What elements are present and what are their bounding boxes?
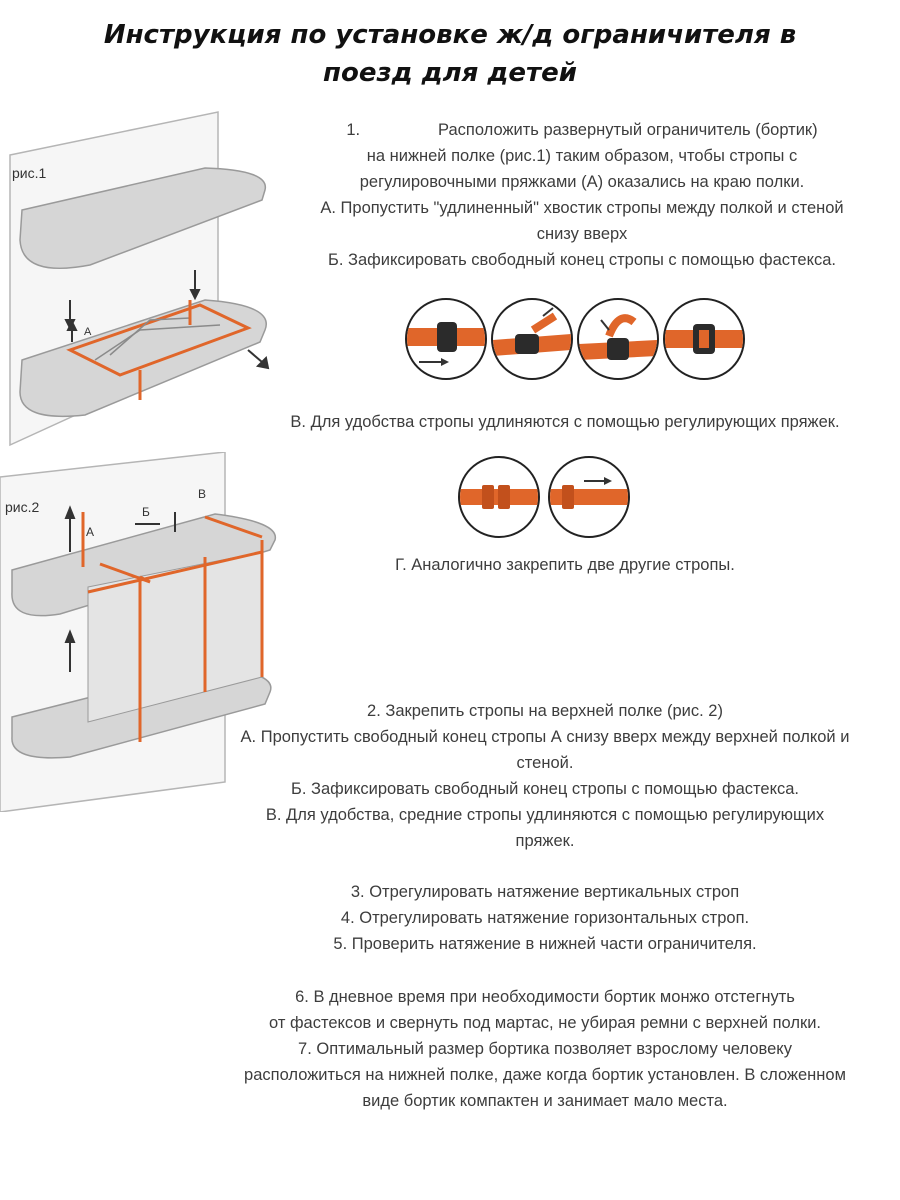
step-5: 5. Проверить натяжение в нижней части ог… xyxy=(333,935,757,953)
fig1-arrows xyxy=(64,270,270,370)
figure-2-illustration: рис.2 А Б В xyxy=(0,452,276,812)
step-1-line-3: регулировочными пряжками (А) оказались н… xyxy=(359,173,805,191)
step-1-g-text: Г. Аналогично закрепить две другие строп… xyxy=(330,552,800,578)
fig2-arrows xyxy=(64,505,176,672)
buckle-step-3-image xyxy=(577,298,659,380)
fig1-label: рис.1 xyxy=(12,165,46,181)
fig2-marker-b: Б xyxy=(142,505,150,519)
step-1-b: Б. Зафиксировать свободный конец стропы … xyxy=(328,251,836,269)
fig1-folded-restraint xyxy=(66,300,252,400)
fig2-straps xyxy=(81,512,264,742)
step-2-v-line-1: В. Для удобства, средние стропы удлиняют… xyxy=(265,806,825,824)
fig2-upper-shelf xyxy=(11,513,276,617)
buckle-step-1-image xyxy=(405,298,487,380)
title-line-2: поезд для детей xyxy=(323,58,577,88)
steps-6-7-text: 6. В дневное время при необходимости бор… xyxy=(190,984,900,1114)
buckle-step-4-image xyxy=(663,298,745,380)
title-line-1: Инструкция по установке ж/д ограничителя… xyxy=(103,20,797,50)
step-6-line-2: от фастексов и свернуть под мартас, не у… xyxy=(269,1014,821,1032)
step-1-number: 1. xyxy=(346,121,361,139)
buckle-sequence-fastening xyxy=(405,298,659,380)
figure-1-illustration: рис.1 А xyxy=(9,111,270,447)
step-1-v-text: В. Для удобства стропы удлиняются с помо… xyxy=(230,409,900,435)
step-7-line-2: расположиться на нижней полке, даже когд… xyxy=(244,1066,846,1084)
fig2-marker-a: А xyxy=(86,525,94,539)
step-2-b: Б. Зафиксировать свободный конец стропы … xyxy=(291,780,799,798)
fig1-lower-shelf xyxy=(19,299,267,418)
step-2-a-cont: стеной. xyxy=(516,754,574,772)
step-6-line-1: 6. В дневное время при необходимости бор… xyxy=(295,988,795,1006)
page-title: Инструкция по установке ж/д ограничителя… xyxy=(0,16,900,92)
step-1-text: 1. Расположить развернутый ограничитель … xyxy=(262,117,900,273)
step-7-line-3: виде бортик компактен и занимает мало ме… xyxy=(362,1092,728,1110)
fig2-label: рис.2 xyxy=(5,499,39,515)
fig1-upper-shelf xyxy=(19,167,266,269)
step-1-line-1: 1. Расположить развернутый ограничитель … xyxy=(262,117,900,143)
step-2-text: 2. Закрепить стропы на верхней полке (ри… xyxy=(190,698,900,854)
step-1-a-line-2: снизу вверх xyxy=(536,225,628,243)
step-3: 3. Отрегулировать натяжение вертикальных… xyxy=(350,883,740,901)
step-2-a: А. Пропустить свободный конец стропы А с… xyxy=(240,728,850,746)
step-1-v: В. Для удобства стропы удлиняются с помо… xyxy=(290,413,840,431)
step-7-line-1: 7. Оптимальный размер бортика позволяет … xyxy=(298,1040,792,1058)
step-2-v-line-2: пряжек. xyxy=(515,832,575,850)
adjuster-step-2-image xyxy=(548,456,630,538)
buckle-step-2-image xyxy=(491,298,573,380)
step-1-line-2: на нижней полке (рис.1) таким образом, ч… xyxy=(366,147,798,165)
step-4: 4. Отрегулировать натяжение горизонтальн… xyxy=(340,909,750,927)
step-1-g: Г. Аналогично закрепить две другие строп… xyxy=(395,556,735,574)
fig1-marker-a: А xyxy=(84,326,92,338)
step-1-a-line-1: А. Пропустить "удлиненный" хвостик строп… xyxy=(320,199,844,217)
steps-3-5-text: 3. Отрегулировать натяжение вертикальных… xyxy=(190,879,900,957)
step-1-instruction: Расположить развернутый ограничитель (бо… xyxy=(438,121,818,139)
adjuster-step-1-image xyxy=(458,456,540,538)
step-2-title: 2. Закрепить стропы на верхней полке (ри… xyxy=(367,702,723,720)
fig2-marker-v: В xyxy=(198,487,206,501)
